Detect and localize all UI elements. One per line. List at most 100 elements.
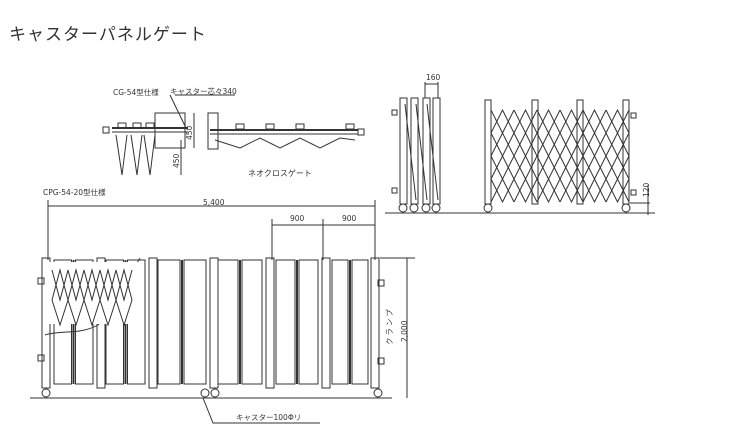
gate-post (531, 99, 539, 205)
lattice-bar (513, 154, 538, 180)
lattice-bar (415, 103, 428, 201)
lattice-bar (115, 299, 133, 327)
side-view (385, 82, 655, 215)
clamp-icon (377, 357, 385, 365)
clamp-icon (630, 189, 637, 196)
lattice-bar (490, 109, 515, 135)
panel (183, 259, 207, 385)
panel (331, 259, 349, 385)
lattice-bar (490, 155, 515, 181)
plan-post (117, 122, 127, 129)
clamp-icon (102, 126, 110, 134)
lattice-bar (605, 109, 630, 135)
lattice-bar (536, 132, 561, 158)
plan-post (345, 123, 355, 130)
clamp-icon (391, 187, 398, 194)
lattice-bar (490, 108, 515, 134)
caster-wheel (373, 388, 383, 398)
lattice-bar (605, 155, 630, 181)
lattice-bar (490, 132, 515, 158)
lattice-bar (67, 269, 85, 302)
lattice-bar (605, 154, 630, 180)
gate-post (148, 257, 158, 389)
gate-post (370, 257, 380, 389)
lattice-bar (582, 131, 607, 157)
lattice-bar (490, 154, 515, 180)
plan-model-label: CG-54型仕様 (113, 88, 159, 97)
lattice-bar (67, 268, 85, 301)
clamp-icon (630, 112, 637, 119)
lattice-bar (559, 108, 584, 134)
plan-post (132, 122, 142, 129)
gate-post (422, 97, 431, 205)
lattice-bar (559, 132, 584, 158)
lattice-bar (490, 131, 515, 157)
plan-post (145, 122, 155, 129)
gate-post (209, 257, 219, 389)
lattice-bar (536, 177, 561, 203)
total-width-label: 5,400 (203, 198, 225, 207)
lattice-bar (83, 269, 101, 302)
panel (351, 259, 369, 385)
plan-post (295, 123, 305, 130)
plan-post (235, 123, 245, 130)
side-width-label: 160 (426, 73, 441, 82)
lattice-bar (513, 131, 538, 157)
caster-wheel (431, 203, 441, 213)
gate-post (321, 257, 331, 389)
lattice-bar (513, 108, 538, 134)
caster-wheel (483, 203, 493, 213)
panel-width-label-1: 900 (290, 214, 305, 223)
lattice-bar (605, 131, 630, 157)
page-title: キャスターパネルゲート (9, 25, 207, 45)
lattice-bar (582, 132, 607, 158)
lattice-bar (99, 269, 117, 302)
clamp-icon (391, 109, 398, 116)
lattice-bar (582, 108, 607, 134)
lattice-bar (83, 268, 101, 301)
lattice-bar (51, 299, 69, 327)
gate-post (576, 99, 584, 205)
lattice-bar (582, 178, 607, 204)
caster-leg (143, 134, 156, 176)
lattice-bar (536, 108, 561, 134)
lattice-bar (582, 177, 607, 203)
lattice-bar (51, 268, 69, 301)
lattice-bar (490, 178, 515, 204)
lattice-bar (582, 154, 607, 180)
lattice-bar (582, 109, 607, 135)
height-label: 2,000 (400, 320, 409, 342)
lattice-bar (536, 131, 561, 157)
caster-wheel (409, 203, 419, 213)
plan-frame (154, 112, 186, 149)
lattice-bar (513, 155, 538, 181)
lattice-bar (559, 109, 584, 135)
clamp-icon (37, 277, 45, 285)
lattice-bar (99, 268, 117, 301)
lattice-bar (605, 177, 630, 203)
lattice-bar (605, 178, 630, 204)
lattice-bar (605, 108, 630, 134)
caster-wheel (210, 388, 220, 398)
caster-leader-line (202, 397, 320, 424)
lattice-bar (536, 178, 561, 204)
front-model-label: CPG-54-20型仕様 (43, 188, 106, 197)
lattice-bar (536, 155, 561, 181)
plan-view (102, 94, 365, 175)
lattice-bar (83, 299, 101, 327)
clamp-icon (37, 354, 45, 362)
gate-name-label: ネオクロスゲート (248, 169, 312, 178)
lattice-bar (582, 155, 607, 181)
lattice-bar (536, 109, 561, 135)
plan-post (265, 123, 275, 130)
dim-label-a: 450 (185, 125, 194, 140)
caster-wheel (421, 203, 431, 213)
caster-wheel (621, 203, 631, 213)
lattice-bar (513, 109, 538, 135)
caster-leg (130, 134, 143, 176)
lattice-bar (490, 177, 515, 203)
caster-leg (115, 134, 128, 176)
caster-wheel (398, 203, 408, 213)
lattice-bar (605, 132, 630, 158)
